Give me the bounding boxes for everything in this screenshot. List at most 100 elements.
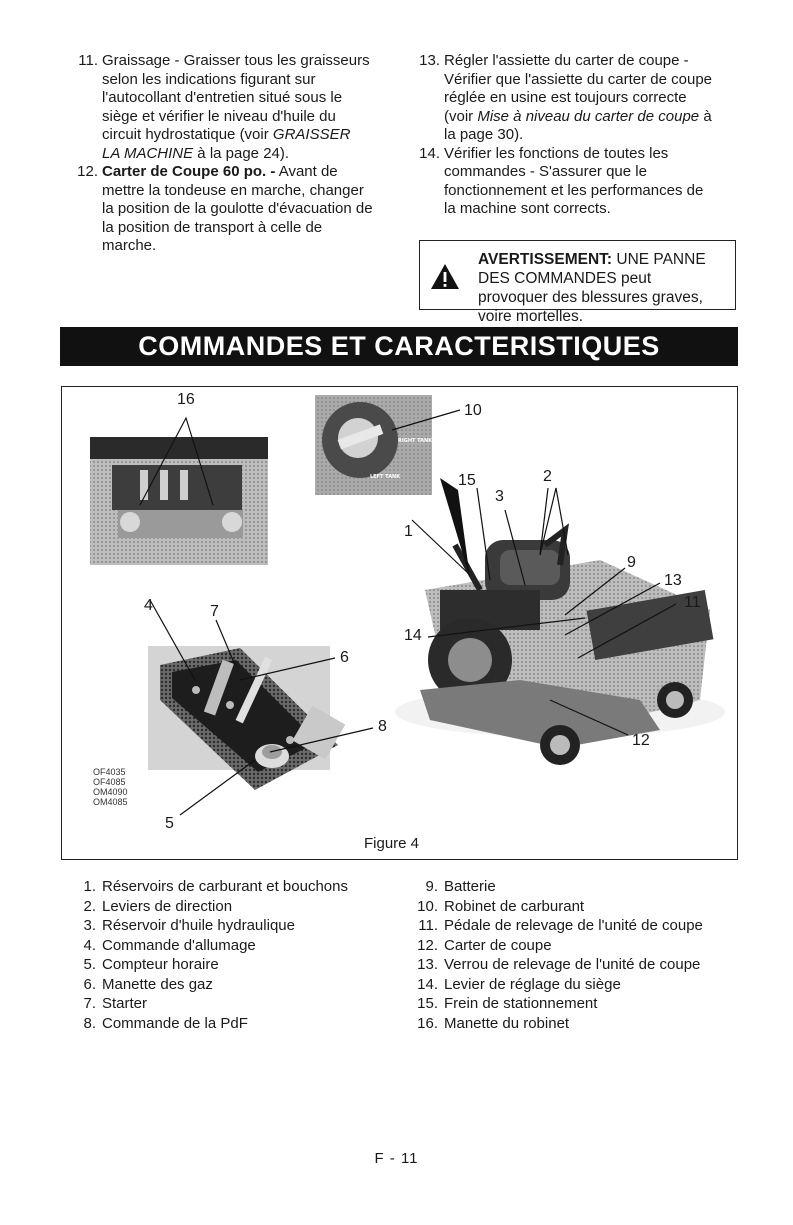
warning-box: AVERTISSEMENT: UNE PANNE DES COMMANDES p… (419, 240, 736, 325)
legend-number: 1. (83, 878, 96, 895)
legend-number: 2. (83, 897, 96, 915)
photo-code-4: OM4085 (93, 797, 128, 807)
legend-number: 16. (417, 1014, 438, 1032)
text-run: la position de transport à celle de (102, 218, 323, 236)
item-line: la machine sont corrects. (444, 200, 744, 219)
legend-item: 5. Compteur horaire (72, 955, 392, 975)
legend-item: 14.Levier de réglage du siège (414, 975, 754, 995)
photo-code-3: OM4090 (93, 787, 128, 797)
legend-text: Pédale de relevage de l'unité de coupe (444, 917, 703, 934)
warning-line1: UNE PANNE (612, 251, 706, 268)
text-run: Graissage - Graisser tous les graisseurs (102, 52, 370, 69)
legend-item: 4. Commande d'allumage (72, 936, 392, 956)
callout-leader-lines (139, 409, 677, 816)
legend-number: 12. (417, 936, 438, 954)
legend-text: Commande de la PdF (102, 1014, 248, 1032)
callout-5: 5 (165, 815, 174, 832)
item-number: 12. (77, 163, 98, 180)
text-run: Vérifier les fonctions de toutes les (444, 144, 669, 162)
legend-number: 3. (83, 917, 96, 934)
item-line: LA MACHINE à la page 24). (102, 145, 402, 164)
callout-10: 10 (464, 402, 482, 419)
legend-item: 10.Robinet de carburant (414, 897, 754, 917)
legend-text: Manette des gaz (102, 975, 213, 993)
callout-15: 15 (458, 472, 476, 489)
callout-8: 8 (378, 718, 387, 735)
legend-text: Réservoir d'huile hydraulique (102, 917, 295, 934)
text-run: la machine sont corrects. (444, 200, 611, 217)
photo-code-2: OF4085 (93, 777, 126, 787)
photo-control-panel (148, 646, 346, 790)
photo-codes: OF4035 OF4085 OM4090 OM4085 (93, 767, 128, 807)
legend-text: Carter de coupe (444, 936, 552, 954)
legend-item: 2. Leviers de direction (72, 897, 392, 917)
section-banner: COMMANDES ET CARACTERISTIQUES (60, 327, 738, 366)
callout-11: 11 (684, 594, 701, 611)
item-line: (voir Mise à niveau du carter de coupe à (444, 108, 744, 127)
legend-item: 16. Manette du robinet (414, 1014, 754, 1034)
text-run: Régler l'assiette du carter de coupe - (444, 52, 689, 69)
callout-3: 3 (495, 488, 504, 505)
callout-9: 9 (627, 554, 636, 571)
warning-line4: voire mortelles. (478, 308, 584, 325)
legend-number: 4. (83, 936, 96, 954)
legend-text: Frein de stationnement (444, 995, 598, 1012)
callout-1: 1 (404, 523, 413, 540)
legend-number: 5. (83, 956, 96, 973)
item-line: Carter de Coupe 60 po. - Avant de (102, 163, 402, 182)
item-line: Graissage - Graisser tous les graisseurs (102, 52, 402, 71)
item-line: Régler l'assiette du carter de coupe - (444, 52, 744, 71)
text-run: circuit hydrostatique (voir (102, 126, 273, 143)
item-number: 13. (419, 52, 440, 69)
legend-text: Levier de réglage du siège (444, 975, 621, 993)
warning-line3: provoquer des blessures graves, (478, 289, 703, 306)
text-run: Vérifier que l'assiette du carter de cou… (444, 70, 713, 88)
figure-frame (61, 386, 738, 860)
photo-mower (395, 523, 725, 765)
legend-number: 7. (83, 995, 96, 1012)
legend-item: 8. Commande de la PdF (72, 1014, 392, 1034)
text-run: LA MACHINE (102, 144, 194, 162)
item-line: la position de transport à celle de (102, 219, 402, 238)
legend-text: Compteur horaire (102, 956, 219, 973)
legend-text: Verrou de relevage de l'unité de coupe (444, 956, 701, 973)
item-number: 14. (419, 144, 440, 162)
item-line: circuit hydrostatique (voir GRAISSER (102, 126, 402, 145)
item-line: mettre la tondeuse en marche, changer (102, 182, 402, 201)
right-item: 13.Régler l'assiette du carter de coupe … (414, 52, 744, 145)
legend-item: 7.Starter (72, 994, 392, 1014)
page-number: F - 11 (374, 1150, 419, 1167)
text-run: siège et vérifier le niveau d'huile du (102, 107, 336, 125)
text-run: Avant de (275, 163, 338, 180)
text-run: (voir (444, 107, 478, 125)
legend-text: Manette du robinet (444, 1014, 570, 1032)
text-run: Mise à niveau du carter de coupe (477, 107, 700, 125)
text-run: l'autocollant d'entretien situé sous le (102, 89, 343, 106)
left-item: 11.Graissage - Graisser tous les graisse… (72, 52, 402, 163)
legend-number: 6. (83, 975, 96, 993)
legend-text: Leviers de direction (102, 897, 233, 915)
text-run: la page 30). (444, 126, 524, 143)
legend-item: 9.Batterie (414, 877, 754, 897)
text-run: Carter de Coupe 60 po. - (102, 163, 276, 180)
photo-code-1: OF4035 (93, 767, 126, 777)
text-run: fonctionnement et les performances de (444, 181, 704, 199)
item-line: siège et vérifier le niveau d'huile du (102, 108, 402, 127)
legend-text: Commande d'allumage (102, 936, 256, 954)
text-run: mettre la tondeuse en marche, changer (102, 181, 364, 199)
item-line: marche. (102, 237, 402, 256)
callout-14: 14 (404, 627, 422, 644)
text-run: à la page 24). (193, 144, 290, 162)
legend-number: 11. (418, 917, 438, 934)
legend-number: 8. (83, 1014, 96, 1032)
legend-item: 3. Réservoir d'huile hydraulique (72, 916, 392, 936)
warning-line2: DES COMMANDES peut (478, 270, 652, 287)
legend-number: 15. (417, 995, 438, 1012)
item-line: réglée en usine est toujours correcte (444, 89, 744, 108)
text-run: à (699, 107, 712, 125)
legend-item: 11. Pédale de relevage de l'unité de coup… (414, 916, 754, 936)
legend-number: 13. (417, 956, 438, 973)
